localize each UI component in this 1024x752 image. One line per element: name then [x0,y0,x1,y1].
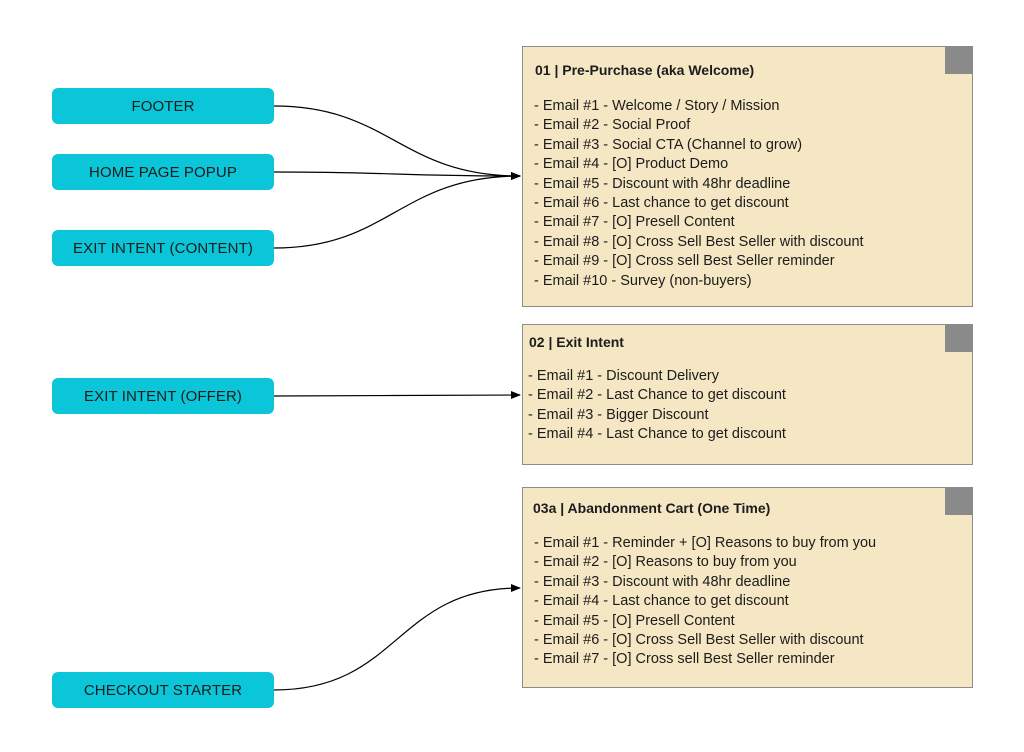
email-item: - Email #4 - Last Chance to get discount [528,426,786,443]
email-item: - Email #1 - Discount Delivery [528,368,719,384]
source-label: HOME PAGE POPUP [89,163,237,181]
flow-title: 03a | Abandonment Cart (One Time) [533,500,771,516]
note-fold-icon [945,46,973,74]
email-item: - Email #2 - [O] Reasons to buy from you [534,554,797,571]
connector-home-popup-to-pre-purchase [273,171,521,180]
email-item: - Email #2 - Social Proof [534,117,691,134]
connector-checkout-to-abandonment [273,584,521,691]
source-exit-intent-offer[interactable]: EXIT INTENT (OFFER) [52,378,274,414]
email-item: - Email #3 - Social CTA (Channel to grow… [534,136,803,153]
email-item: - Email #4 - [O] Product Demo [534,156,729,173]
note-fold-icon [945,487,973,515]
source-home-page-popup[interactable]: HOME PAGE POPUP [52,154,274,190]
source-footer[interactable]: FOOTER [52,88,274,124]
email-item: - Email #5 - Discount with 48hr deadline [534,175,791,192]
flow-note-abandonment-cart[interactable]: 03a | Abandonment Cart (One Time) - Emai… [522,487,973,688]
source-label: CHECKOUT STARTER [83,681,243,699]
email-item: - Email #7 - [O] Presell Content [534,214,735,231]
email-item: - Email #9 - [O] Cross sell Best Seller … [534,253,835,270]
connector-footer-to-pre-purchase [273,105,521,180]
email-list: - Email #1 - Welcome / Story / Mission -… [534,97,962,291]
email-item: - Email #10 - Survey (non-buyers) [534,272,752,289]
flow-note-pre-purchase[interactable]: 01 | Pre-Purchase (aka Welcome) - Email … [522,46,973,307]
email-item: - Email #2 - Last Chance to get discount [528,387,786,404]
flow-title: 01 | Pre-Purchase (aka Welcome) [535,62,755,78]
email-list: - Email #1 - Discount Delivery - Email #… [528,367,962,445]
email-item: - Email #6 - Last chance to get discount [534,195,789,212]
email-item: - Email #8 - [O] Cross Sell Best Seller … [534,233,864,250]
email-item: - Email #7 - [O] Cross sell Best Seller … [534,651,835,668]
email-item: - Email #3 - Discount with 48hr deadline [534,573,791,590]
connector-exit-offer-to-exit-intent [273,391,521,400]
email-item: - Email #6 - [O] Cross Sell Best Seller … [534,632,864,649]
email-item: - Email #5 - [O] Presell Content [534,612,735,629]
email-item: - Email #1 - Welcome / Story / Mission [534,98,780,114]
source-checkout-starter[interactable]: CHECKOUT STARTER [52,672,274,708]
connector-exit-content-to-pre-purchase [273,172,521,249]
note-fold-icon [945,324,973,352]
email-list: - Email #1 - Reminder + [O] Reasons to b… [534,534,962,670]
email-item: - Email #4 - Last chance to get discount [534,593,789,610]
flow-title: 02 | Exit Intent [529,334,624,350]
email-item: - Email #3 - Bigger Discount [528,406,709,423]
email-item: - Email #1 - Reminder + [O] Reasons to b… [534,535,877,551]
flow-note-exit-intent[interactable]: 02 | Exit Intent - Email #1 - Discount D… [522,324,973,465]
source-label: EXIT INTENT (OFFER) [83,387,242,405]
source-exit-intent-content[interactable]: EXIT INTENT (CONTENT) [52,230,274,266]
source-label: FOOTER [131,97,195,115]
source-label: EXIT INTENT (CONTENT) [73,239,253,257]
